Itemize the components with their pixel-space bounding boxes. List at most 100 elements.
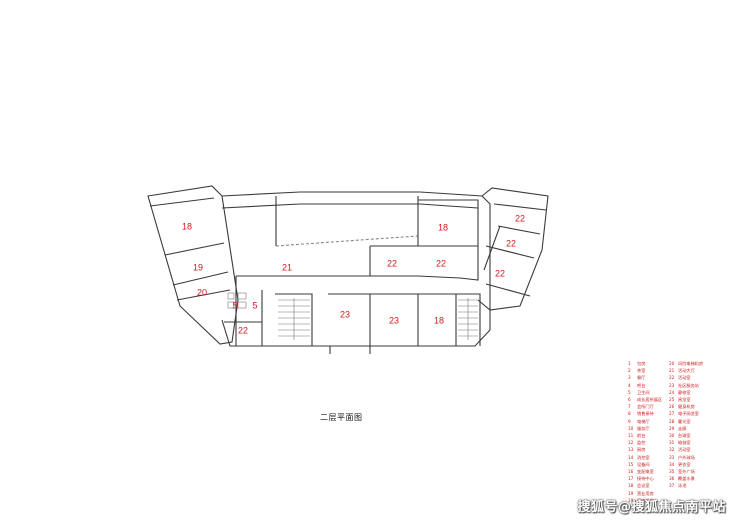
legend-item-text: 包房	[637, 361, 646, 366]
legend-item-number: 23	[669, 382, 675, 388]
legend-item-number: 29	[669, 425, 675, 431]
plan-title: 二层平面图	[320, 413, 363, 422]
legend-item-number: 34	[669, 461, 675, 467]
legend-item-number: 15	[628, 461, 634, 467]
legend-item-text: 泳池	[678, 483, 687, 489]
room-18-label: 18	[438, 222, 448, 232]
legend-item-number: 19	[628, 490, 634, 496]
legend-item-text: 设备间	[637, 461, 650, 467]
legend-item-text: 厨房	[637, 447, 646, 453]
legend-item-text: 健身机房	[678, 404, 695, 410]
legend-item-text: 活动室	[678, 375, 691, 381]
legend-item-text: 变配电室	[637, 469, 654, 475]
legend-item-text: 风险电梯机房	[678, 361, 704, 366]
legend-item-number: 12	[628, 440, 634, 446]
legend-item-text: 覆盖水景	[678, 476, 695, 482]
legend-item-text: 静修室	[678, 389, 691, 395]
room-labels: 18 19 20 5 5 22 21 22 22 18 23 23 18 22 …	[182, 213, 525, 335]
legend-item-number: 4	[628, 382, 631, 388]
legend-item-text: 前台	[637, 433, 646, 439]
room-5-label: 5	[232, 300, 237, 310]
legend-item-text: 营业用房	[637, 490, 654, 496]
legend-item: 1 包房	[628, 360, 669, 367]
room-22-label: 22	[506, 238, 516, 248]
room-22-label: 22	[436, 258, 446, 268]
legend-item-text: 会议室	[637, 483, 650, 489]
room-23-label: 23	[340, 309, 350, 319]
legend-item-text: 电梯厅	[637, 418, 650, 424]
legend-item-number: 20	[669, 361, 675, 366]
legend-item-number: 5	[628, 389, 631, 395]
legend-item-number: 6	[628, 397, 631, 403]
legend-item-number: 32	[669, 447, 675, 453]
legend-item-number: 35	[669, 469, 675, 475]
legend-item: 5 卫生间	[628, 389, 669, 396]
legend-item-text: 霍光室	[678, 418, 691, 424]
legend-item-number: 25	[669, 397, 675, 403]
legend-item-number: 8	[628, 411, 631, 417]
legend-item-number: 36	[669, 476, 675, 482]
legend-item-text: 消控室	[637, 454, 650, 460]
legend-item-text: 走廊	[678, 425, 687, 431]
watermark: 搜狐号@搜狐焦点南平站	[577, 500, 726, 515]
room-22-label: 22	[515, 213, 525, 223]
legend-item-text: 活动室	[678, 447, 691, 453]
legend-item-number: 18	[628, 483, 634, 489]
legend-item-text: 成长居所展区	[637, 397, 663, 403]
legend-item-text: 园电机房	[637, 497, 654, 503]
legend-item: 7 会所门厅	[628, 403, 669, 410]
legend-item-number: 26	[669, 404, 675, 410]
legend-item-text: 瑜伽室	[678, 440, 691, 446]
room-23-label: 23	[389, 315, 399, 325]
room-22-label: 22	[238, 325, 248, 335]
legend-item-text: 接待中心	[637, 476, 654, 482]
room-5-label: 5	[252, 300, 257, 310]
room-22-label: 22	[387, 258, 397, 268]
legend-item-number: 21	[669, 368, 675, 374]
room-18-label: 18	[182, 221, 192, 231]
legend-item-number: 10	[628, 425, 634, 431]
wall-lines	[147, 185, 549, 354]
legend-item-number: 7	[628, 404, 631, 410]
legend-item-text: 卫生间	[637, 389, 650, 395]
legend-item-text: 会所门厅	[637, 404, 654, 410]
room-21-label: 21	[282, 262, 292, 272]
legend-item-number: 19	[628, 497, 634, 503]
legend-item-text: 台球室	[678, 433, 691, 439]
legend-item-text: 销售接待	[637, 411, 654, 417]
legend-item-text: 服务厅	[637, 425, 650, 431]
legend-item-text: 社区服务站	[678, 382, 699, 388]
room-18-label: 18	[434, 315, 444, 325]
legend-item-text: 户外球场	[678, 454, 695, 460]
legend-item-number: 30	[669, 433, 675, 439]
legend-item-number: 1	[628, 361, 631, 366]
legend-item-number: 13	[628, 447, 634, 453]
room-20-label: 20	[197, 287, 207, 297]
legend-item-number: 3	[628, 375, 631, 381]
